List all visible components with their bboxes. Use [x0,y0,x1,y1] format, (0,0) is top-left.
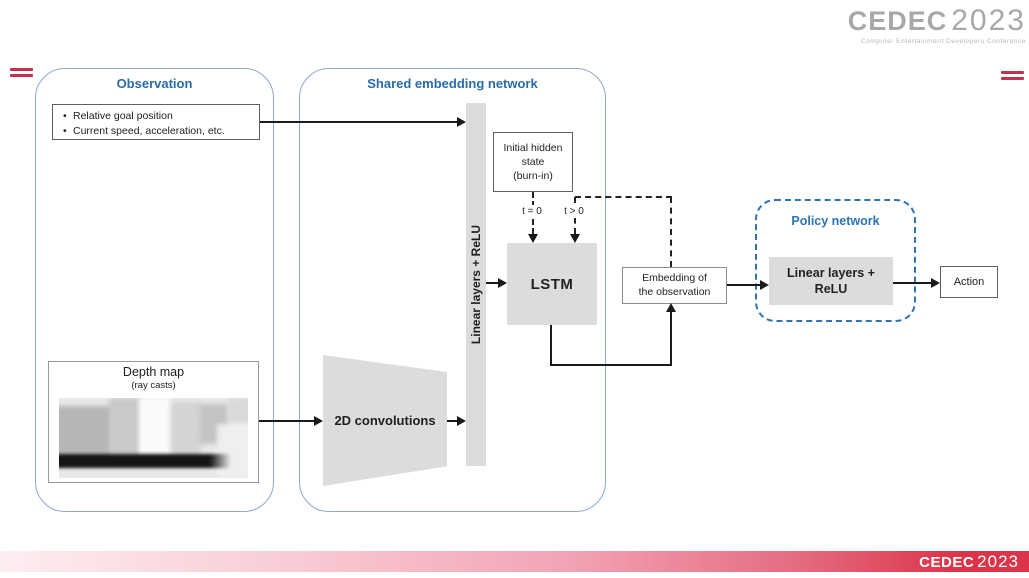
arrow-lstm-loop-up [670,311,672,366]
embedding-line2: the observation [638,285,711,298]
linear-relu-bar-label: Linear layers + ReLU [469,224,483,345]
linear-relu-bar: Linear layers + ReLU [466,103,486,466]
depth-map-dark-band [59,454,231,468]
arrow-embedding-to-policy [727,284,760,286]
conv-label: 2D convolutions [334,413,436,428]
left-red-mark [10,68,33,77]
arrowhead-linear-to-lstm [498,278,507,288]
observation-bullet-box: Relative goal position Current speed, ac… [52,104,260,140]
cedec-logo-bottom-year: 2023 [977,552,1019,571]
arrow-lstm-loop-across [550,364,672,366]
action-label: Action [953,276,985,288]
initial-hidden-state-line1: Initial hidden state [503,141,563,168]
arrowhead-conv-to-linear [457,416,466,426]
lstm-label: LSTM [530,275,574,293]
dashed-arrowhead-t0 [528,234,538,243]
arrowhead-embedding-to-policy [760,280,769,290]
cedec-logo-word: CEDEC [847,6,948,36]
observation-container: Observation [35,68,274,512]
bullet-goal-position: Relative goal position [63,109,253,124]
depth-map-subtitle: (ray casts) [131,379,176,391]
policy-network-container: Policy network [755,199,916,322]
cedec-logo-top: CEDEC 2023 Computer Entertainment Develo… [832,6,1026,46]
policy-linear-box: Linear layers + ReLU [769,257,893,305]
observation-title: Observation [116,76,193,91]
policy-network-title: Policy network [791,214,880,228]
arrow-conv-to-linear [447,420,457,422]
action-box: Action [940,266,998,298]
arrow-policy-to-action [893,282,931,284]
arrowhead-bullets-to-linear [457,117,466,127]
dashed-line-from-embedding [670,197,672,267]
embedding-line1: Embedding of [642,271,707,284]
conv-trapezoid: 2D convolutions [323,355,447,486]
dashed-arrowhead-t-pos [570,234,580,243]
policy-linear-label: Linear layers + ReLU [787,265,875,296]
t-pos-label: t > 0 [552,205,596,218]
t-zero-label: t = 0 [510,205,554,218]
depth-map-box: Depth map (ray casts) [48,361,259,483]
arrowhead-policy-to-action [931,278,940,288]
embedding-box: Embedding of the observation [622,267,727,304]
arrowhead-depth-to-conv [314,416,323,426]
shared-embedding-title: Shared embedding network [367,76,538,91]
cedec-logo-bottom-word: CEDEC [919,554,975,571]
arrow-depth-to-conv [259,420,314,422]
cedec-logo-year: 2023 [951,4,1026,37]
arrowhead-lstm-to-embedding [666,303,676,312]
cedec-logo-bottom: CEDEC 2023 [919,553,1019,570]
right-red-mark [1001,71,1024,80]
arrow-linear-to-lstm [486,282,498,284]
initial-hidden-state-line2: (burn-in) [513,170,553,183]
lstm-box: LSTM [507,243,597,325]
initial-hidden-state-box: Initial hidden state (burn-in) [493,132,573,192]
bullet-current-speed: Current speed, acceleration, etc. [63,124,253,139]
depth-map-image [59,398,248,478]
footer-bar: CEDEC 2023 [0,551,1029,572]
shared-embedding-container: Shared embedding network [299,68,606,512]
dashed-line-feedback-top [575,196,672,198]
arrow-lstm-loop-down [550,325,552,366]
depth-map-title: Depth map [122,365,185,379]
cedec-logo-subtitle: Computer Entertainment Developers Confer… [860,38,1026,45]
arrow-bullets-to-linear [260,121,457,123]
